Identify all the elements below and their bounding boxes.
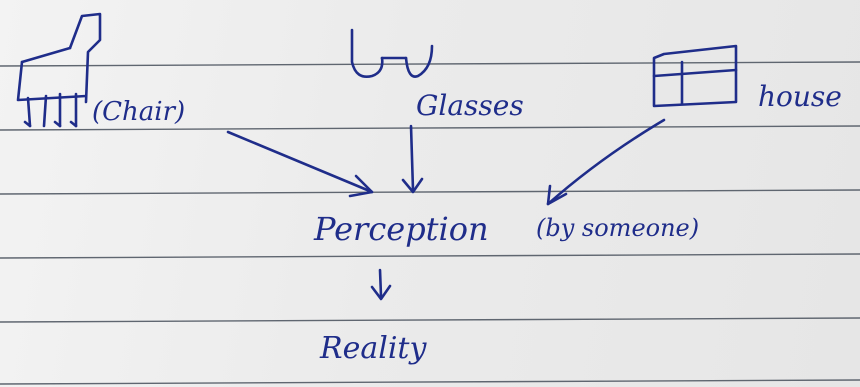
perception-node: Perception [313,210,489,248]
glasses-icon [350,28,434,78]
arrow-perception-to-reality [370,268,392,301]
perception-qualifier: (by someone) [536,214,699,242]
house-icon [652,44,738,108]
ruled-lines [0,61,860,385]
chair-label: (Chair) [92,97,185,127]
rule-line [0,125,860,131]
arrow-house-to-perception [546,118,666,206]
glasses-label: Glasses [416,89,524,122]
house-label: house [758,80,842,113]
rule-line [0,253,860,259]
rule-line [0,317,860,323]
chair-icon [16,12,102,128]
reality-node: Reality [319,331,427,366]
rule-line [0,189,860,195]
rule-line [0,379,860,385]
arrow-glasses-to-perception [401,124,424,194]
arrow-chair-to-perception [226,130,374,198]
